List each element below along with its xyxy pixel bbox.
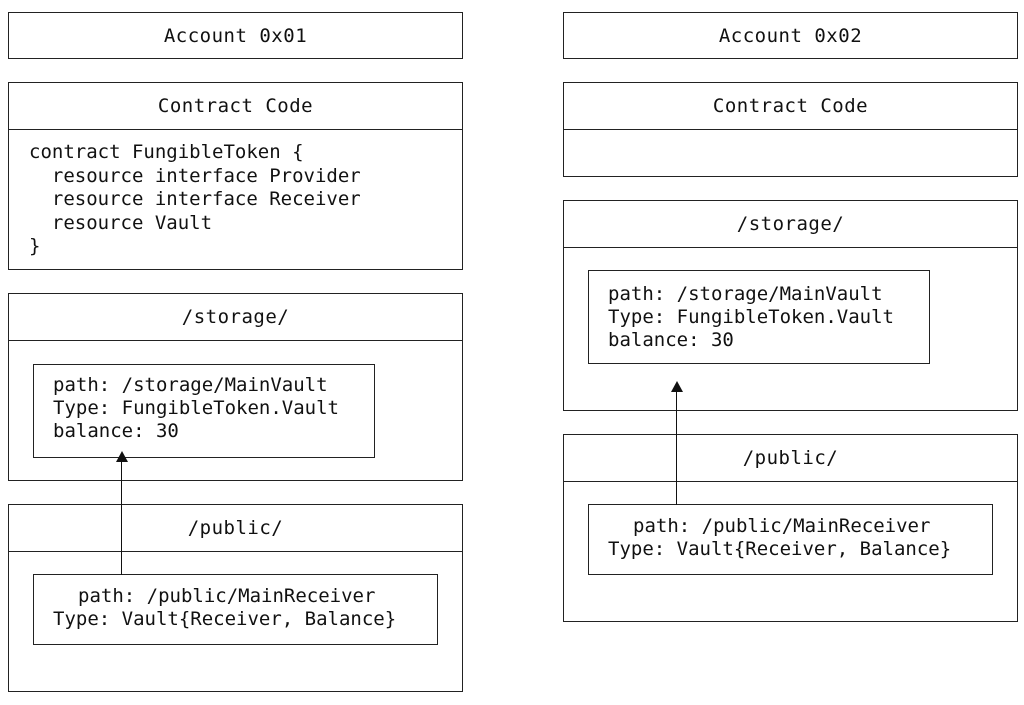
account-2-public-path: path: /public/MainReceiver [633,515,931,537]
account-2-storage-title: /storage/ [736,213,845,235]
account-2-storage-balance: balance: 30 [608,329,734,351]
account-1-storage-title: /storage/ [181,306,290,328]
account-1-contract-box: Contract Code contract FungibleToken { r… [8,82,463,270]
account-1-public-type: Type: Vault{Receiver, Balance} [53,608,397,630]
account-1-storage-type: Type: FungibleToken.Vault [53,397,339,419]
account-1-title-box: Account 0x01 [8,12,463,59]
account-2-public-item: path: /public/MainReceiver Type: Vault{R… [588,504,993,575]
account-2-contract-box: Contract Code [563,82,1018,177]
account-1-contract-title: Contract Code [157,95,314,117]
account-2-storage-header: /storage/ [564,201,1017,248]
account-1-title: Account 0x01 [163,24,308,47]
account-2-link-arrow-line [676,392,677,505]
account-2-public-title: /public/ [742,447,839,469]
account-2-link-arrowhead-icon [671,381,683,392]
account-1-link-arrow-line [121,462,122,575]
account-2-public-type: Type: Vault{Receiver, Balance} [608,538,952,560]
account-1-public-path: path: /public/MainReceiver [78,585,376,607]
account-1-link-arrowhead-icon [116,451,128,462]
account-2-title: Account 0x02 [718,24,863,47]
account-2-title-box: Account 0x02 [563,12,1018,59]
account-2-storage-item: path: /storage/MainVault Type: FungibleT… [588,270,930,364]
account-1-public-title: /public/ [187,517,284,539]
account-1-public-item: path: /public/MainReceiver Type: Vault{R… [33,574,438,645]
account-1-storage-path: path: /storage/MainVault [53,374,328,396]
account-2-storage-path: path: /storage/MainVault [608,283,883,305]
account-1-storage-item: path: /storage/MainVault Type: FungibleT… [33,364,375,458]
account-1-storage-balance: balance: 30 [53,420,179,442]
account-1-storage-header: /storage/ [9,294,462,341]
account-1-public-header: /public/ [9,505,462,552]
account-2-contract-header: Contract Code [564,83,1017,130]
account-2-contract-title: Contract Code [712,95,869,117]
account-2-storage-type: Type: FungibleToken.Vault [608,306,894,328]
account-1-contract-code: contract FungibleToken { resource interf… [29,141,361,257]
account-1-contract-header: Contract Code [9,83,462,130]
account-2-public-header: /public/ [564,435,1017,482]
